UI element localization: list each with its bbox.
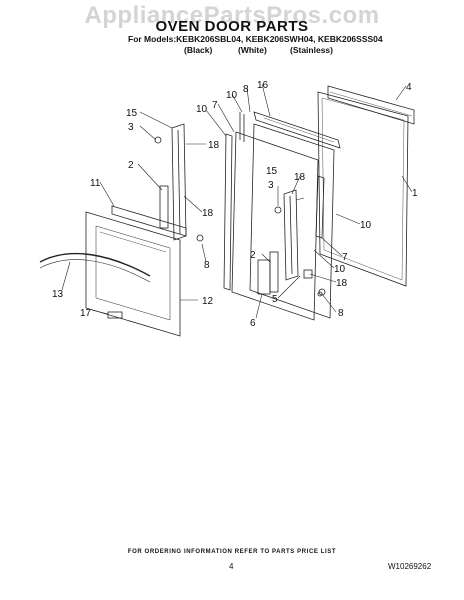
callout-11: 11: [90, 178, 101, 189]
callout-18b: 18: [202, 208, 214, 219]
callout-7b: 7: [342, 252, 348, 263]
callout-6: 6: [250, 318, 256, 329]
hinge-left-assembly: [154, 123, 187, 241]
callout-15a: 15: [126, 108, 138, 119]
variant-white: (White): [238, 45, 267, 55]
callout-2b: 2: [250, 250, 256, 261]
callout-17: 17: [80, 308, 92, 319]
inner-glass-panel-mid: [231, 131, 319, 321]
callout-18d: 18: [336, 278, 348, 289]
leader-lines: [61, 83, 413, 319]
outer-door-frame: [85, 211, 181, 337]
door-badge: [107, 311, 123, 319]
callout-13: 13: [52, 289, 64, 300]
document-number: W10269262: [388, 562, 432, 571]
callout-4: 4: [406, 82, 412, 93]
door-handle: [39, 252, 151, 283]
callout-10a: 10: [196, 104, 208, 115]
spacer-strip-left: [223, 133, 233, 291]
screws: [196, 234, 323, 297]
hinge-bracket: [257, 259, 271, 295]
top-trim: [327, 85, 415, 125]
page-number: 4: [229, 562, 234, 571]
top-vent-channel: [253, 111, 341, 149]
callout-8c: 8: [338, 308, 344, 319]
door-liner-strip: [111, 205, 187, 237]
variant-stainless: (Stainless): [290, 45, 333, 55]
callout-18a: 18: [208, 140, 220, 151]
page-title: OVEN DOOR PARTS: [155, 18, 309, 35]
ordering-note: FOR ORDERING INFORMATION REFER TO PARTS …: [127, 549, 337, 555]
callout-16: 16: [257, 80, 269, 91]
callout-3a: 3: [128, 122, 134, 133]
models-line: For Models:KEBK206SBL04, KEBK206SWH04, K…: [128, 34, 383, 44]
variant-black: (Black): [184, 45, 213, 55]
callout-8a: 8: [204, 260, 210, 271]
callout-10d: 10: [334, 264, 346, 275]
callout-10b: 10: [226, 90, 238, 101]
callout-1: 1: [412, 188, 418, 199]
callout-8b: 8: [243, 84, 249, 95]
callout-10c: 10: [360, 220, 372, 231]
callout-2a: 2: [128, 160, 134, 171]
watermark-text: AppliancePartsPros.com: [84, 2, 380, 29]
gasket-strip: [239, 112, 245, 142]
inner-glass-panel-rear: [249, 123, 335, 319]
callout-15b: 15: [266, 166, 278, 177]
callout-7a: 7: [212, 100, 218, 111]
callout-12: 12: [202, 296, 214, 307]
callout-5: 5: [272, 294, 278, 305]
callout-3b: 3: [268, 180, 274, 191]
callout-18c: 18: [294, 172, 306, 183]
